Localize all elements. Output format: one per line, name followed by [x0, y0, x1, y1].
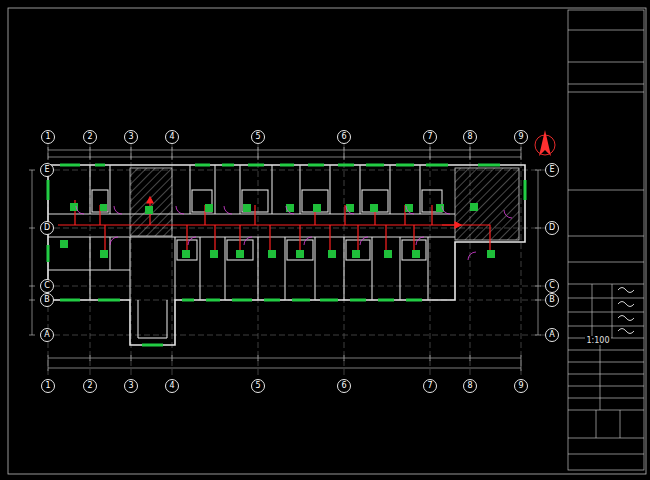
grid-label: 1 [45, 382, 50, 390]
grid-bubble: B [40, 293, 54, 307]
grid-bubble: 1 [41, 130, 55, 144]
grid-label: C [549, 282, 555, 290]
grid-bubble: E [545, 163, 559, 177]
grid-bubble: C [545, 279, 559, 293]
grid-bubble: A [545, 328, 559, 342]
grid-bubble: 3 [124, 379, 138, 393]
grid-label: 4 [169, 133, 174, 141]
grid-bubble: D [545, 221, 559, 235]
grid-label: 3 [128, 382, 133, 390]
scale-label: 1:100 [585, 336, 610, 345]
grid-label: C [44, 282, 50, 290]
grid-bubble: E [40, 163, 54, 177]
grid-bubble: 2 [83, 379, 97, 393]
grid-label: 7 [427, 382, 432, 390]
grid-label: A [549, 331, 554, 339]
grid-label: 3 [128, 133, 133, 141]
grid-bubble: 2 [83, 130, 97, 144]
grid-bubble: C [40, 279, 54, 293]
grid-bubble: 7 [423, 379, 437, 393]
grid-bubble: 5 [251, 379, 265, 393]
grid-label: 2 [87, 382, 92, 390]
grid-label: B [549, 296, 555, 304]
grid-label: E [549, 166, 554, 174]
grid-bubble: D [40, 221, 54, 235]
grid-label: 6 [341, 133, 346, 141]
grid-label: 6 [341, 382, 346, 390]
grid-label: 7 [427, 133, 432, 141]
grid-bubble: 8 [463, 379, 477, 393]
grid-label: B [44, 296, 50, 304]
grid-label: 8 [467, 133, 472, 141]
grid-label: 9 [518, 382, 523, 390]
grid-label: D [549, 224, 555, 232]
grid-bubble: 9 [514, 130, 528, 144]
grid-label: E [44, 166, 49, 174]
grid-bubble: 3 [124, 130, 138, 144]
grid-bubble: 4 [165, 130, 179, 144]
grid-label: 4 [169, 382, 174, 390]
grid-label: 2 [87, 133, 92, 141]
grid-bubble: B [545, 293, 559, 307]
grid-label: A [44, 331, 49, 339]
grid-bubble: 7 [423, 130, 437, 144]
grid-bubble: 1 [41, 379, 55, 393]
grid-bubble: A [40, 328, 54, 342]
grid-label: D [44, 224, 50, 232]
grid-label: 5 [255, 133, 260, 141]
grid-bubble: 9 [514, 379, 528, 393]
grid-bubble: 4 [165, 379, 179, 393]
grid-bubble: 5 [251, 130, 265, 144]
grid-label: 5 [255, 382, 260, 390]
grid-label: 1 [45, 133, 50, 141]
grid-label: 8 [467, 382, 472, 390]
grid-bubble: 6 [337, 130, 351, 144]
grid-bubble: 6 [337, 379, 351, 393]
grid-label: 9 [518, 133, 523, 141]
grid-bubble: 8 [463, 130, 477, 144]
